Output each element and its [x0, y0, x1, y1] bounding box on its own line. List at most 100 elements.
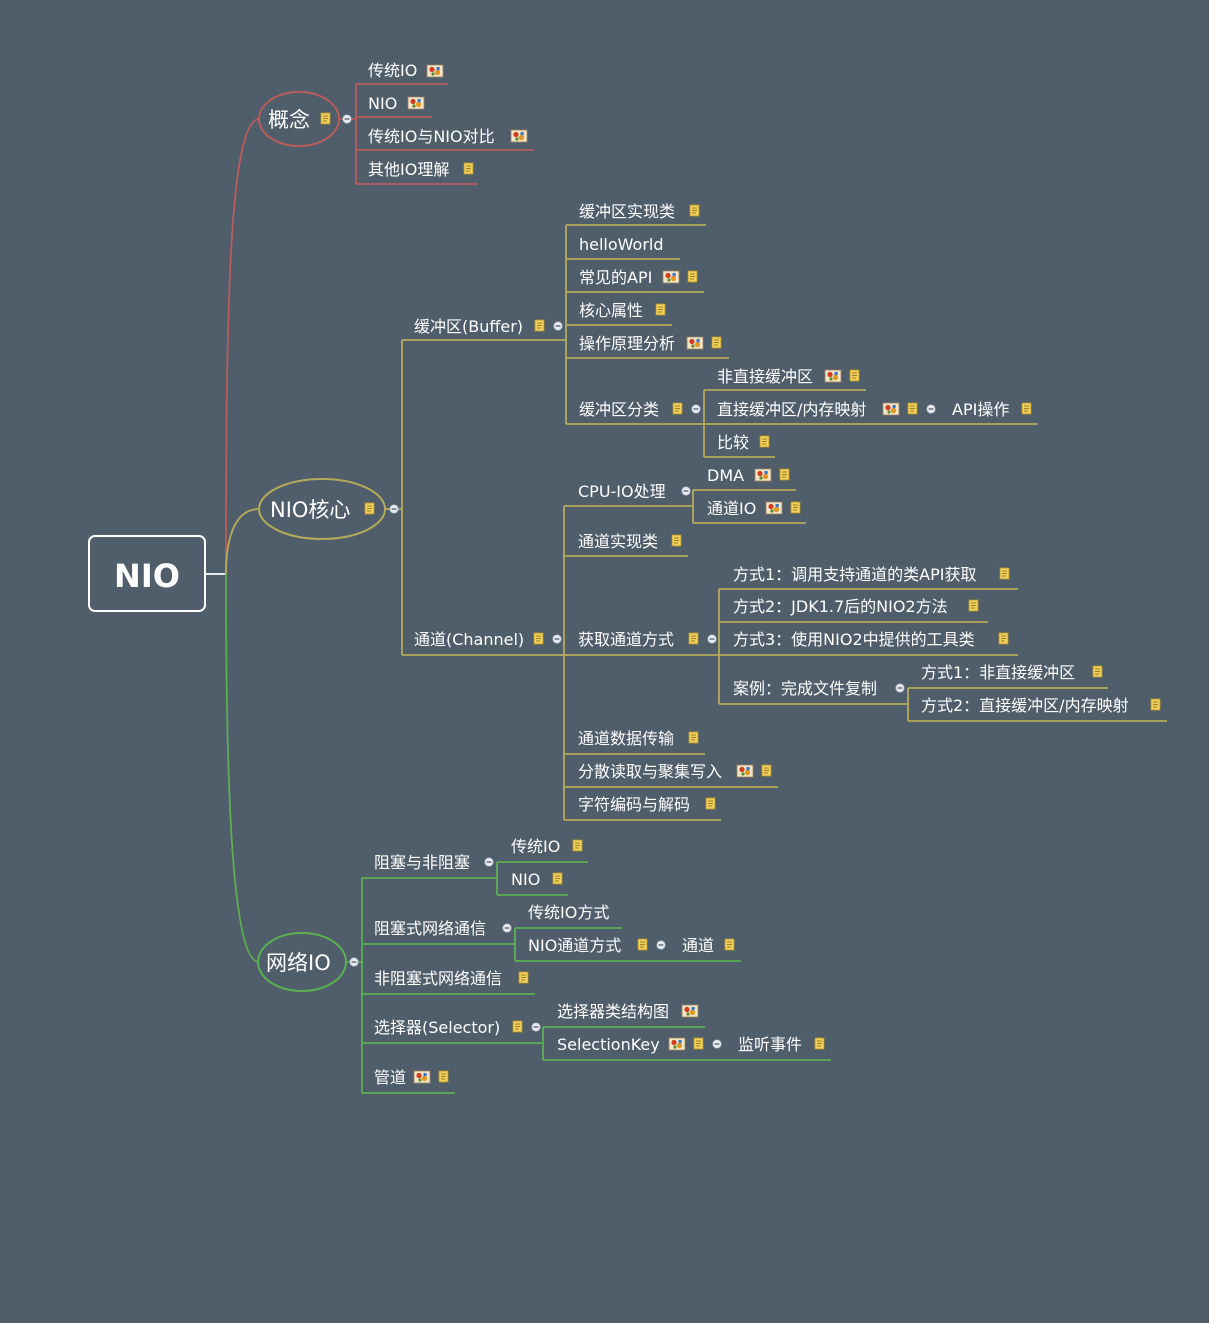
collapse-icon[interactable]	[530, 1021, 542, 1033]
channel-node[interactable]: 通道(Channel)	[414, 630, 563, 649]
note-icon[interactable]	[693, 1037, 704, 1050]
image-icon[interactable]	[736, 764, 754, 778]
cpu-io-item-dma[interactable]: DMA	[707, 466, 790, 485]
image-icon[interactable]	[426, 64, 444, 78]
method-item-3[interactable]: 方式3：使用NIO2中提供的工具类	[733, 630, 1009, 649]
note-icon[interactable]	[534, 319, 545, 332]
note-icon[interactable]	[687, 270, 698, 283]
collapse-icon[interactable]	[655, 939, 667, 951]
note-icon[interactable]	[724, 938, 735, 951]
network-item-non-blocking-comm[interactable]: 非阻塞式网络通信	[374, 969, 529, 988]
concept-item-other-io[interactable]: 其他IO理解	[368, 160, 474, 179]
note-icon[interactable]	[689, 204, 700, 217]
selector-item-selection-key[interactable]: SelectionKey	[557, 1035, 723, 1054]
note-icon[interactable]	[1021, 402, 1032, 415]
buffer-item-common-api[interactable]: 常见的API	[579, 268, 698, 287]
buffer-item-core-attributes[interactable]: 核心属性	[579, 301, 666, 320]
blocking-comm-nio-channel[interactable]: NIO通道方式	[528, 936, 667, 955]
cpu-io-item-channel-io[interactable]: 通道IO	[707, 499, 801, 518]
channel-item-data-transfer[interactable]: 通道数据传输	[578, 729, 699, 748]
nio-channel-child[interactable]: 通道	[682, 936, 735, 955]
collapse-icon[interactable]	[552, 321, 564, 331]
blocking-item-traditional-io[interactable]: 传统IO	[511, 837, 583, 856]
note-icon[interactable]	[779, 468, 790, 481]
collapse-icon[interactable]	[551, 633, 563, 645]
network-item-pipe[interactable]: 管道	[374, 1068, 449, 1087]
note-icon[interactable]	[533, 632, 544, 645]
classification-item-compare[interactable]: 比较	[717, 433, 770, 452]
note-icon[interactable]	[814, 1037, 825, 1050]
channel-item-impl-classes[interactable]: 通道实现类	[578, 532, 682, 551]
note-icon[interactable]	[463, 162, 474, 175]
note-icon[interactable]	[1092, 665, 1103, 678]
note-icon[interactable]	[999, 567, 1010, 580]
note-icon[interactable]	[1150, 698, 1161, 711]
branch-nio-core[interactable]: NIO核心	[258, 478, 399, 540]
collapse-icon[interactable]	[680, 486, 692, 496]
image-icon[interactable]	[407, 96, 425, 110]
collapse-icon[interactable]	[711, 1038, 723, 1050]
note-icon[interactable]	[998, 632, 1009, 645]
note-icon[interactable]	[688, 632, 699, 645]
image-icon[interactable]	[510, 129, 528, 143]
note-icon[interactable]	[637, 938, 648, 951]
classification-item-non-direct[interactable]: 非直接缓冲区	[717, 367, 860, 386]
image-icon[interactable]	[824, 369, 842, 383]
channel-item-get-methods[interactable]: 获取通道方式	[578, 630, 718, 649]
network-item-blocking[interactable]: 阻塞与非阻塞	[374, 853, 494, 872]
collapse-icon[interactable]	[502, 922, 512, 934]
buffer-item-principle-analysis[interactable]: 操作原理分析	[579, 334, 722, 353]
buffer-item-classification[interactable]: 缓冲区分类	[579, 400, 702, 419]
image-icon[interactable]	[413, 1070, 431, 1084]
note-icon[interactable]	[438, 1070, 449, 1083]
classification-item-direct[interactable]: 直接缓冲区/内存映射	[717, 400, 937, 419]
collapse-icon[interactable]	[894, 682, 906, 694]
note-icon[interactable]	[512, 1020, 523, 1033]
image-icon[interactable]	[662, 270, 680, 284]
note-icon[interactable]	[320, 112, 331, 125]
collapse-icon[interactable]	[389, 504, 399, 515]
buffer-item-impl-classes[interactable]: 缓冲区实现类	[579, 202, 700, 221]
buffer-node[interactable]: 缓冲区(Buffer)	[414, 317, 564, 336]
image-icon[interactable]	[882, 402, 900, 416]
collapse-icon[interactable]	[925, 404, 937, 414]
note-icon[interactable]	[907, 402, 918, 415]
collapse-icon[interactable]	[706, 633, 718, 645]
note-icon[interactable]	[968, 599, 979, 612]
selector-item-structure[interactable]: 选择器类结构图	[557, 1002, 699, 1021]
image-icon[interactable]	[754, 468, 772, 482]
case-item-direct[interactable]: 方式2：直接缓冲区/内存映射	[921, 696, 1161, 715]
note-icon[interactable]	[655, 303, 666, 316]
collapse-icon[interactable]	[690, 404, 702, 414]
image-icon[interactable]	[668, 1037, 686, 1051]
note-icon[interactable]	[761, 764, 772, 777]
root-node[interactable]: NIO	[88, 535, 206, 612]
branch-network-io[interactable]: 网络IO	[257, 932, 359, 992]
method-item-case[interactable]: 案例：完成文件复制	[733, 679, 906, 698]
concept-item-nio[interactable]: NIO	[368, 94, 425, 113]
channel-item-scatter-gather[interactable]: 分散读取与聚集写入	[578, 762, 772, 781]
collapse-icon[interactable]	[342, 113, 352, 125]
direct-child-api-operation[interactable]: API操作	[952, 400, 1032, 419]
note-icon[interactable]	[552, 872, 563, 885]
blocking-item-nio[interactable]: NIO	[511, 870, 563, 889]
concept-item-io-vs-nio[interactable]: 传统IO与NIO对比	[368, 127, 528, 146]
note-icon[interactable]	[518, 971, 529, 984]
note-icon[interactable]	[790, 501, 801, 514]
image-icon[interactable]	[686, 336, 704, 350]
collapse-icon[interactable]	[349, 956, 359, 968]
note-icon[interactable]	[364, 502, 375, 515]
note-icon[interactable]	[671, 534, 682, 547]
note-icon[interactable]	[688, 731, 699, 744]
case-item-non-direct[interactable]: 方式1：非直接缓冲区	[921, 663, 1103, 682]
concept-item-traditional-io[interactable]: 传统IO	[368, 61, 444, 80]
network-item-blocking-comm[interactable]: 阻塞式网络通信	[374, 919, 512, 938]
channel-item-cpu-io[interactable]: CPU-IO处理	[578, 482, 692, 501]
branch-concept[interactable]: 概念	[258, 91, 352, 147]
collapse-icon[interactable]	[484, 856, 494, 868]
method-item-1[interactable]: 方式1：调用支持通道的类API获取	[733, 565, 1010, 584]
blocking-comm-traditional[interactable]: 传统IO方式	[528, 903, 609, 922]
note-icon[interactable]	[711, 336, 722, 349]
channel-item-charset[interactable]: 字符编码与解码	[578, 795, 716, 814]
note-icon[interactable]	[672, 402, 683, 415]
